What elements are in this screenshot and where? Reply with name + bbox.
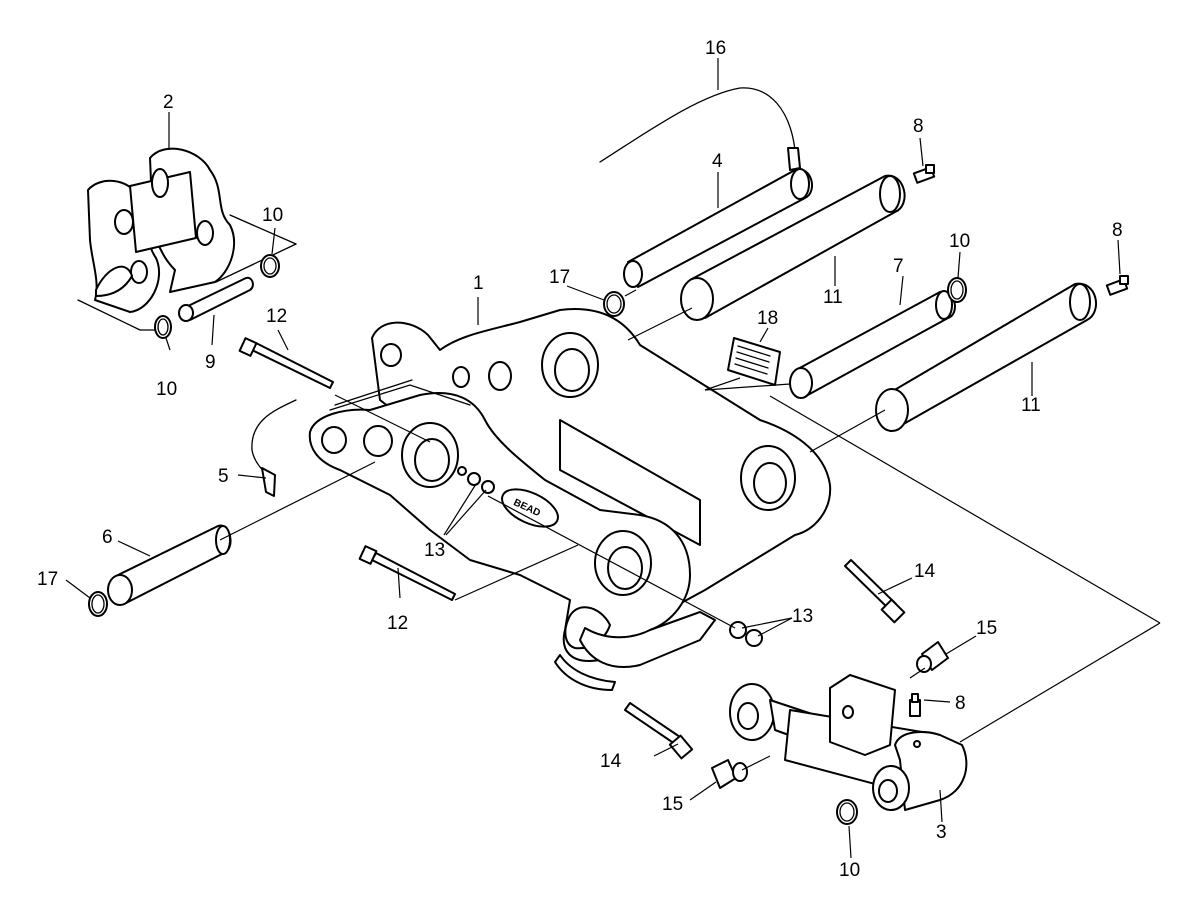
label-part-12-a: 12 <box>266 306 287 327</box>
label-part-18: 18 <box>757 308 778 329</box>
label-part-2: 2 <box>163 92 174 113</box>
part-13-nut-a <box>467 472 481 486</box>
label-part-5: 5 <box>218 466 229 487</box>
label-part-10-c: 10 <box>949 231 970 252</box>
label-part-13-a: 13 <box>424 540 445 561</box>
label-part-13-b: 13 <box>792 606 813 627</box>
label-part-12-b: 12 <box>387 613 408 634</box>
label-part-8-a: 8 <box>913 116 924 137</box>
part-14-hose-lower <box>624 702 694 760</box>
part-8-grease-nipple-c <box>909 693 921 717</box>
label-part-15-a: 15 <box>976 618 997 639</box>
label-part-17-a: 17 <box>549 267 570 288</box>
part-3-hydraulic-cylinder <box>729 674 968 811</box>
label-part-7: 7 <box>893 256 904 277</box>
part-14-hose-upper <box>844 559 906 624</box>
part-12-bolt-upper <box>238 337 334 389</box>
label-part-11-b: 11 <box>1021 395 1041 416</box>
part-13-nut-b <box>481 480 495 494</box>
label-part-1: 1 <box>473 273 484 294</box>
part-15-fitting-lower <box>711 759 748 789</box>
part-2-hook-bracket <box>77 147 297 331</box>
part-6-pin <box>107 524 232 606</box>
part-8-grease-nipple-a <box>912 164 936 184</box>
label-part-3: 3 <box>936 822 947 843</box>
label-part-11-a: 11 <box>823 287 843 308</box>
part-7-pin <box>789 290 956 399</box>
label-part-16: 16 <box>705 38 726 59</box>
label-part-4: 4 <box>712 151 723 172</box>
label-part-10-b: 10 <box>156 379 177 400</box>
part-4-pin <box>623 168 814 288</box>
part-16-cable <box>599 87 796 171</box>
label-part-6: 6 <box>102 527 113 548</box>
leader-lines <box>65 58 1161 859</box>
part-9-small-pin <box>178 276 254 322</box>
label-part-14-b: 14 <box>600 751 622 772</box>
label-part-10-d: 10 <box>839 860 860 881</box>
part-8-grease-nipple-b <box>1105 275 1129 296</box>
part-number-labels: 1 2 3 4 5 6 7 8 8 8 9 10 10 10 10 11 11 … <box>37 38 1123 881</box>
label-part-15-b: 15 <box>662 794 683 815</box>
label-part-8-c: 8 <box>955 693 966 714</box>
part-13-nut-c <box>729 621 747 639</box>
part-18-label-plate <box>727 337 781 386</box>
label-part-10-a: 10 <box>262 205 283 226</box>
label-part-8-b: 8 <box>1112 220 1123 241</box>
part-1-main-frame <box>308 308 832 691</box>
label-part-9: 9 <box>205 352 216 373</box>
part-11-pin-lower <box>875 282 1097 432</box>
part-13-nut-d <box>745 629 763 647</box>
label-part-14-a: 14 <box>914 561 936 582</box>
part-11-pin-upper <box>680 174 906 321</box>
label-part-17-b: 17 <box>37 569 58 590</box>
part-15-fitting-upper <box>916 641 949 673</box>
part-5-safety-clip <box>251 399 297 497</box>
part-12-bolt-lower <box>358 545 456 601</box>
